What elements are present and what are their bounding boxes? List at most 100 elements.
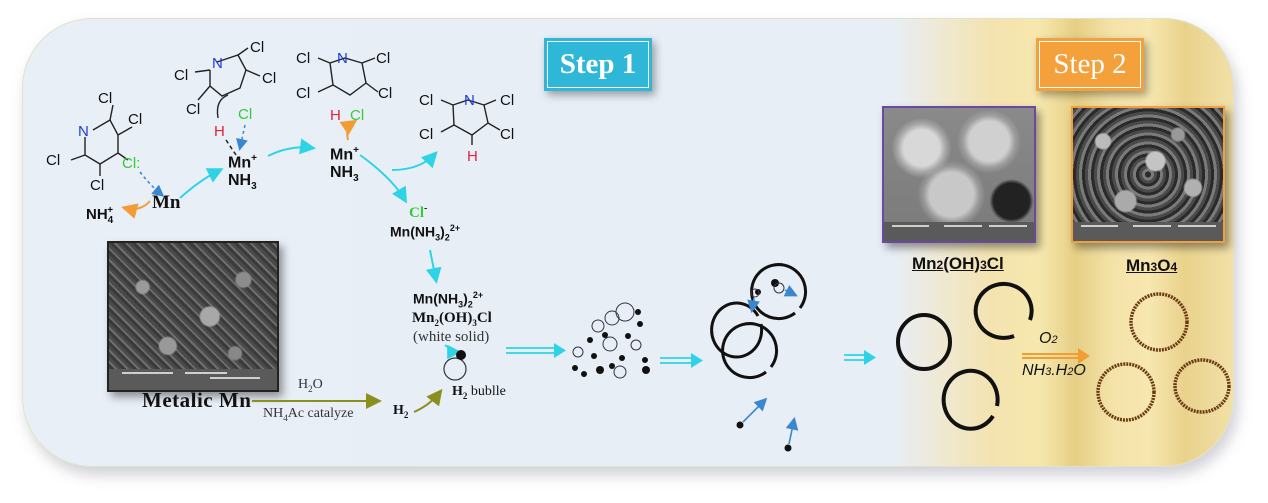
svg-text:H: H xyxy=(330,107,341,124)
sem-metallic-mn-image xyxy=(107,241,279,392)
sup: 2+ xyxy=(472,290,484,300)
svg-text:Cl: Cl xyxy=(296,85,310,102)
ligand-text: NH xyxy=(330,164,354,182)
text: H xyxy=(393,403,404,418)
mn-particle xyxy=(625,333,631,339)
mn-particle xyxy=(587,337,593,343)
text: (OH) xyxy=(943,254,981,273)
mn-text: Mn xyxy=(330,146,354,164)
complex1-label: Mn+ NH3 xyxy=(228,150,257,197)
sub: 2 xyxy=(936,258,944,272)
sub: 3 xyxy=(1045,366,1052,378)
svg-text:N: N xyxy=(212,55,223,72)
metallic-mn-label: Metalic Mn xyxy=(142,388,252,412)
step1-label: Step 1 xyxy=(559,48,637,80)
h2-bubble xyxy=(615,302,635,322)
text: Ac catalyze xyxy=(287,406,354,421)
svg-text:H: H xyxy=(214,123,225,140)
sub: 3 xyxy=(435,232,441,243)
svg-text:Cl: Cl xyxy=(46,152,60,169)
mn-particle xyxy=(572,365,578,371)
sub: 3 xyxy=(458,299,464,310)
double-arrow xyxy=(844,350,876,365)
sub: 3 xyxy=(353,173,359,185)
ammonia-reagent: NH3.H2O xyxy=(1022,362,1086,380)
intermediate-pyridine-structure xyxy=(317,57,379,96)
svg-text:Cl: Cl xyxy=(98,90,112,107)
bubble-cluster xyxy=(572,302,650,379)
h2-bubble xyxy=(602,336,618,352)
sub: 3 xyxy=(1150,260,1158,274)
sub: 2 xyxy=(444,232,450,243)
sem-scale-bar xyxy=(884,222,1034,241)
svg-text:Cl: Cl xyxy=(250,39,264,56)
mn3o4-rings xyxy=(1096,292,1231,422)
text: Mn xyxy=(912,254,937,273)
dashed-arrow xyxy=(139,171,165,197)
sub: 2 xyxy=(403,409,409,420)
double-arrow xyxy=(506,343,566,358)
reagent-catalyst: NH4Ac catalyze xyxy=(263,406,353,423)
svg-text:H: H xyxy=(467,148,478,165)
mn2oh3cl-label: Mn2(OH)3Cl xyxy=(912,254,1004,274)
svg-text:N: N xyxy=(337,50,348,67)
text: H xyxy=(452,384,463,399)
text: NH xyxy=(263,406,284,421)
svg-text:Cl: Cl xyxy=(238,106,252,123)
text: Cl xyxy=(986,254,1004,273)
h2-bubble xyxy=(572,346,584,358)
svg-text:Cl: Cl xyxy=(296,50,310,67)
mn-particle xyxy=(635,309,641,315)
sub: 2 xyxy=(308,383,313,394)
text: ) xyxy=(440,223,445,240)
sup: - xyxy=(424,203,428,214)
sub: 2 xyxy=(1067,366,1074,378)
svg-text:Cl: Cl xyxy=(500,126,514,143)
sup: + xyxy=(251,153,257,164)
h2-bubble xyxy=(443,357,467,381)
mixture-line1: Mn(NH3)22+ xyxy=(413,290,483,309)
chloride-label: Cl- xyxy=(409,203,427,222)
double-arrow xyxy=(660,353,703,368)
mn-particle xyxy=(581,371,587,377)
text: O xyxy=(1157,256,1171,275)
mn3o4-label: Mn3O4 xyxy=(1126,256,1177,276)
bubble-label: H2 bublle xyxy=(452,384,506,401)
text: Mn(NH xyxy=(413,290,459,307)
svg-text:N: N xyxy=(464,92,475,109)
h2-label: H2 xyxy=(393,403,408,420)
mixture-line3: (white solid) xyxy=(413,329,490,345)
sup: + xyxy=(353,145,359,156)
sem-scale-bar xyxy=(1073,222,1223,241)
svg-text:Cl: Cl xyxy=(376,50,390,67)
step2-label: Step 2 xyxy=(1053,48,1127,80)
sem-mn2oh3cl-image xyxy=(882,106,1036,243)
svg-text:Cl: Cl xyxy=(419,126,433,143)
sub: 2 xyxy=(434,318,440,328)
mn-particle xyxy=(456,350,466,360)
svg-text:Cl: Cl xyxy=(174,67,188,84)
sem-scale-bar xyxy=(109,369,277,390)
svg-text:Cl: Cl xyxy=(419,92,433,109)
text: (OH) xyxy=(439,310,473,326)
mn-particle xyxy=(602,332,608,338)
tetrachloropyridine-structure xyxy=(440,99,501,145)
pentachloropyridine-structure xyxy=(70,104,133,176)
step1-badge-border xyxy=(547,41,649,88)
text: Mn xyxy=(1126,256,1151,275)
step2-badge: Step 2 xyxy=(1036,38,1144,91)
oxygen-reagent: O2 xyxy=(1039,330,1058,348)
text: ) xyxy=(463,290,468,307)
h2-bubble xyxy=(591,319,605,333)
mn-text: Mn xyxy=(228,154,252,172)
mn-ammine-label: Mn(NH3)22+ xyxy=(390,223,460,242)
sub: 3 xyxy=(472,318,477,328)
text: NH xyxy=(1022,362,1046,379)
svg-text:Cl: Cl xyxy=(500,92,514,109)
complex-pyridine-structure xyxy=(194,47,261,119)
h2-bubble xyxy=(630,339,642,351)
sub: 2 xyxy=(1051,334,1058,346)
mn-particle xyxy=(619,355,625,361)
svg-text:Cl: Cl xyxy=(128,111,142,128)
sub: 3 xyxy=(980,258,987,272)
